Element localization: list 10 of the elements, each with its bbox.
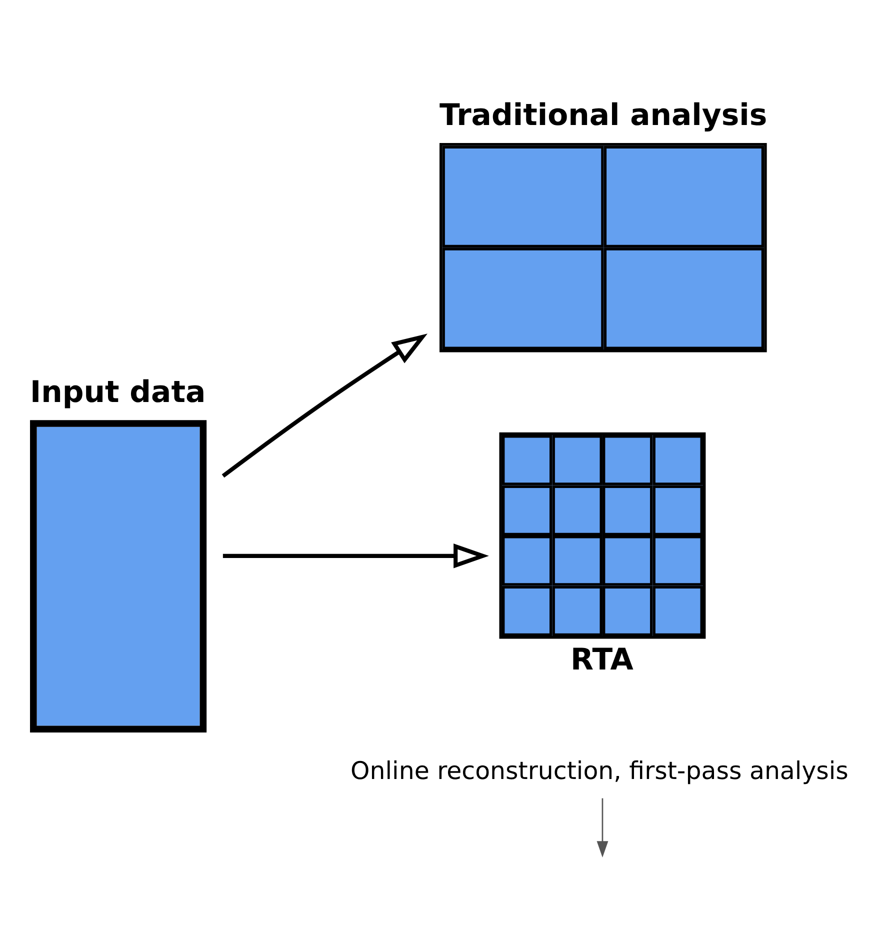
arrow: [222, 544, 489, 568]
node-text: Online reconstruction, first-pass analysis: [350, 756, 848, 786]
node-box: [440, 143, 767, 352]
node-label: Input data: [30, 374, 206, 410]
node-box: [499, 432, 706, 639]
node-label: RTA: [570, 642, 634, 678]
node-box: [30, 420, 207, 732]
arrow: [222, 334, 428, 478]
arrow: [596, 798, 608, 858]
node-label: Traditional analysis: [440, 98, 768, 133]
